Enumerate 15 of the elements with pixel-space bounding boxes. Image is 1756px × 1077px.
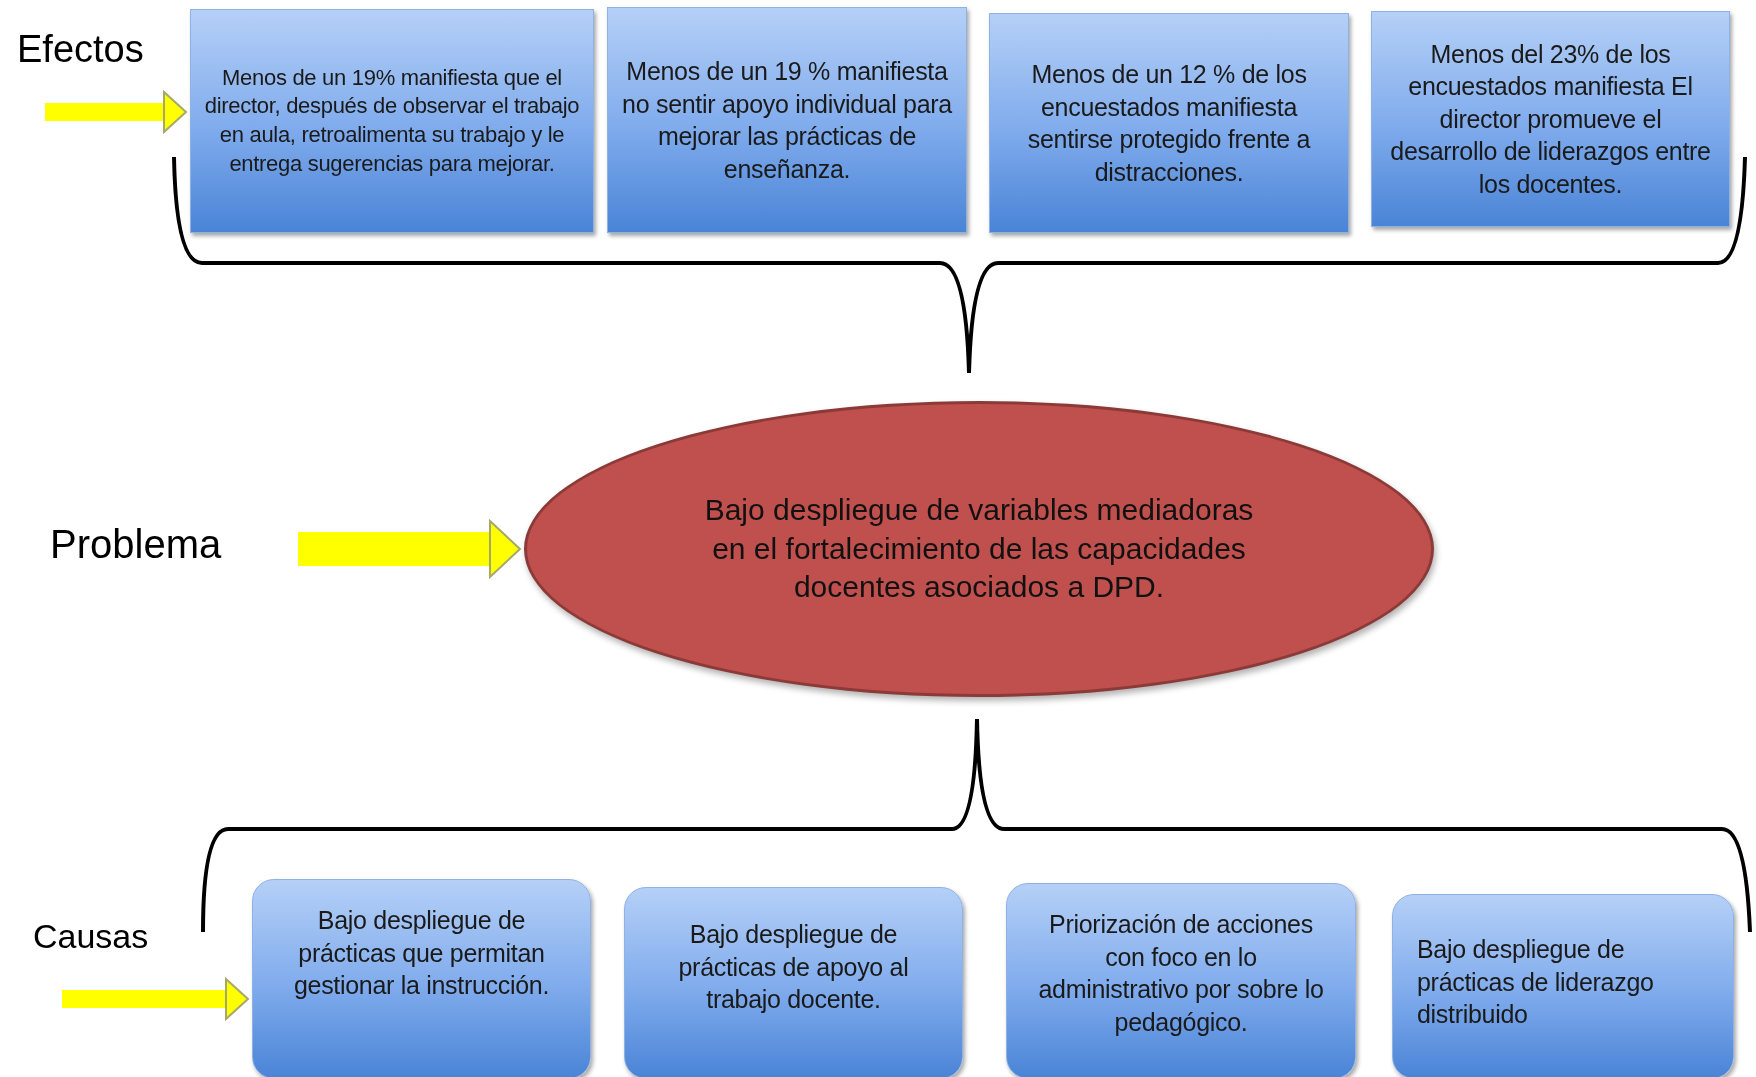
cause-box: Priorización de acciones con foco en lo administrativo por sobre lo pedagógico. (1006, 883, 1356, 1077)
row-heading: Efectos (17, 28, 144, 72)
effect-box: Menos de un 19% manifiesta que el director, después de observar el trabajo en aula, retroalimenta su trabajo y le entrega sugerencias para mejorar. (190, 9, 594, 233)
cause-box: Bajo despliegue de prácticas de liderazgo distribuido (1392, 894, 1734, 1077)
block-arrow (45, 91, 187, 133)
problem-ellipse: Bajo despliegue de variables mediadoras en el fortalecimiento de las capacidades docentes asociados a DPD. (524, 401, 1434, 697)
row-heading: Problema (50, 521, 222, 567)
effect-box: Menos de un 19 % manifiesta no sentir apoyo individual para mejorar las prácticas de enseñanza. (607, 7, 967, 233)
effect-box: Menos de un 12 % de los encuestados manifiesta sentirse protegido frente a distracciones. (989, 13, 1349, 233)
effect-box: Menos del 23% de los encuestados manifiesta El director promueve el desarrollo de liderazgos entre los docentes. (1371, 11, 1730, 227)
block-arrow (62, 978, 249, 1020)
cause-box: Bajo despliegue de prácticas de apoyo al trabajo docente. (624, 887, 963, 1077)
block-arrow (298, 520, 521, 578)
cause-box: Bajo despliegue de prácticas que permitan gestionar la instrucción. (252, 879, 591, 1077)
row-heading: Causas (33, 917, 149, 957)
